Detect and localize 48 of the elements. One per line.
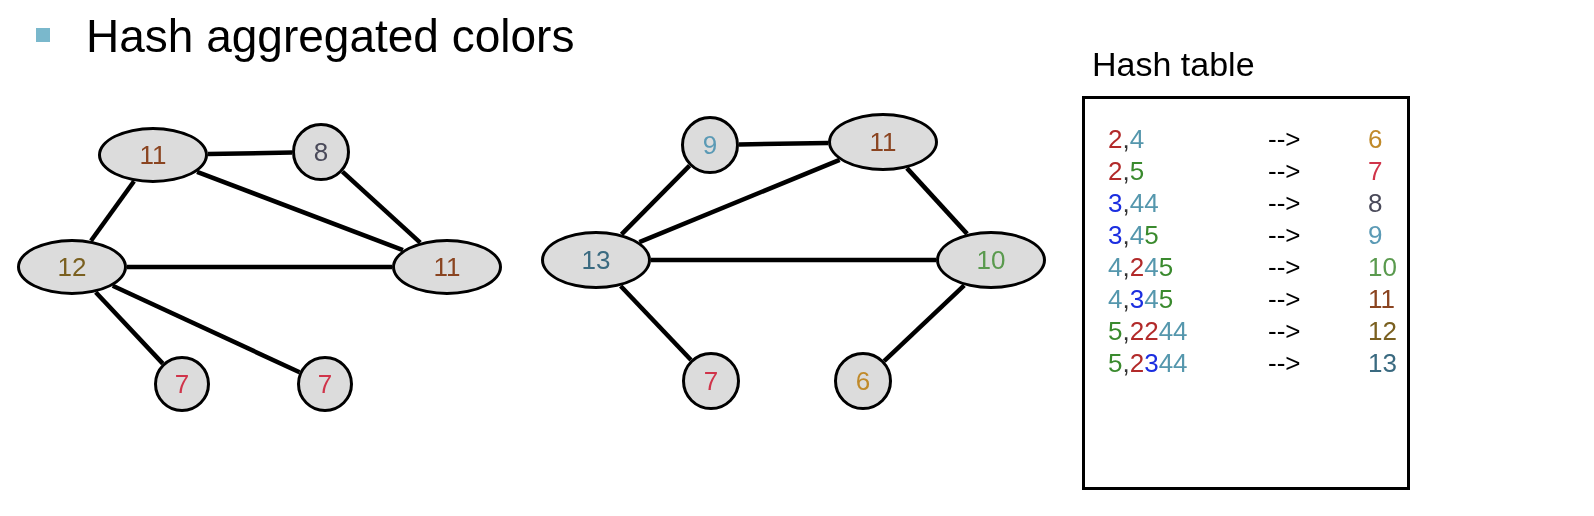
edge-line bbox=[111, 283, 301, 375]
arrow-text: --> bbox=[1268, 284, 1301, 314]
edge-line bbox=[738, 140, 829, 147]
edge-line bbox=[651, 257, 936, 263]
arrow-text: --> bbox=[1268, 124, 1301, 154]
ellipse-node: 10 bbox=[936, 231, 1046, 289]
value-cell: 11 bbox=[1368, 284, 1395, 314]
key-cell: 4,245 bbox=[1108, 252, 1174, 282]
edge-line bbox=[127, 264, 392, 270]
key-cell: 5,2344 bbox=[1108, 348, 1188, 378]
circle-node: 7 bbox=[297, 356, 353, 412]
edge-line bbox=[207, 150, 293, 157]
value-cell: 12 bbox=[1368, 316, 1397, 346]
edge-line bbox=[619, 164, 692, 236]
value-cell: 6 bbox=[1368, 124, 1383, 154]
circle-node: 9 bbox=[681, 116, 739, 174]
arrow-text: --> bbox=[1268, 316, 1301, 346]
ellipse-node: 11 bbox=[98, 127, 208, 183]
table-heading: Hash table bbox=[1092, 44, 1255, 84]
key-cell: 4,345 bbox=[1108, 284, 1174, 314]
ellipse-node: 13 bbox=[541, 231, 651, 289]
value-cell: 7 bbox=[1368, 156, 1383, 186]
edge-line bbox=[196, 169, 404, 253]
title: Hash aggregated colors bbox=[86, 9, 575, 64]
edge-line bbox=[340, 169, 422, 245]
arrow-text: --> bbox=[1268, 252, 1301, 282]
value-cell: 13 bbox=[1368, 348, 1397, 378]
ellipse-node: 12 bbox=[17, 239, 127, 295]
key-cell: 3,45 bbox=[1108, 220, 1159, 250]
key-cell: 3,44 bbox=[1108, 188, 1159, 218]
circle-node: 8 bbox=[292, 123, 350, 181]
key-cell: 2,4 bbox=[1108, 124, 1145, 154]
arrow-text: --> bbox=[1268, 188, 1301, 218]
edge-line bbox=[882, 283, 966, 363]
value-cell: 9 bbox=[1368, 220, 1383, 250]
key-cell: 5,2244 bbox=[1108, 316, 1188, 346]
ellipse-node: 11 bbox=[828, 113, 938, 171]
edge-line bbox=[638, 157, 841, 245]
arrow-text: --> bbox=[1268, 348, 1301, 378]
key-cell: 2,5 bbox=[1108, 156, 1145, 186]
value-cell: 8 bbox=[1368, 188, 1383, 218]
circle-node: 6 bbox=[834, 352, 892, 410]
circle-node: 7 bbox=[682, 352, 740, 410]
circle-node: 7 bbox=[154, 356, 210, 412]
arrow-text: --> bbox=[1268, 156, 1301, 186]
arrow-text: --> bbox=[1268, 220, 1301, 250]
value-cell: 10 bbox=[1368, 252, 1397, 282]
ellipse-node: 11 bbox=[392, 239, 502, 295]
